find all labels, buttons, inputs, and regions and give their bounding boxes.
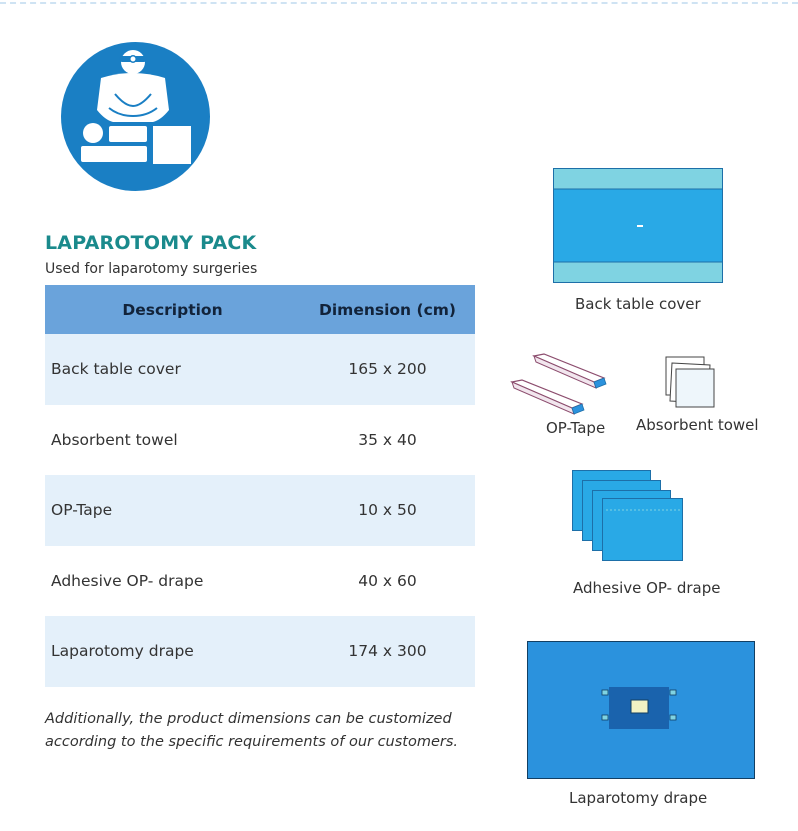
row-description: Absorbent towel	[45, 404, 300, 475]
table-row: Adhesive OP- drape 40 x 60	[45, 545, 475, 616]
caption-absorbent-towel: Absorbent towel	[636, 416, 759, 434]
dimensions-table: Description Dimension (cm) Back table co…	[45, 285, 475, 687]
page-title: LAPAROTOMY PACK	[45, 232, 257, 254]
row-description: OP-Tape	[45, 475, 300, 546]
row-description: Back table cover	[45, 334, 300, 405]
page-subtitle: Used for laparotomy surgeries	[45, 261, 258, 277]
back-table-cover-illustration	[553, 168, 723, 283]
laparotomy-drape-illustration	[527, 641, 755, 779]
caption-op-tape: OP-Tape	[546, 419, 606, 437]
table-row: OP-Tape 10 x 50	[45, 475, 475, 546]
caption-laparotomy-drape: Laparotomy drape	[569, 789, 708, 807]
row-dimension: 165 x 200	[300, 334, 475, 405]
column-header-description: Description	[45, 285, 300, 334]
adhesive-drape-illustration	[572, 470, 683, 561]
table-header-row: Description Dimension (cm)	[45, 285, 475, 334]
op-tape-illustration	[510, 353, 607, 415]
row-description: Laparotomy drape	[45, 616, 300, 687]
column-header-dimension: Dimension (cm)	[300, 285, 475, 334]
row-dimension: 10 x 50	[300, 475, 475, 546]
absorbent-towel-illustration	[665, 356, 715, 408]
row-dimension: 40 x 60	[300, 545, 475, 616]
row-description: Adhesive OP- drape	[45, 545, 300, 616]
row-dimension: 174 x 300	[300, 616, 475, 687]
caption-adhesive-drape: Adhesive OP- drape	[573, 579, 721, 597]
surgeon-patient-icon	[61, 42, 210, 191]
table-row: Absorbent towel 35 x 40	[45, 404, 475, 475]
customization-note: Additionally, the product dimensions can…	[45, 711, 459, 750]
caption-back-table-cover: Back table cover	[575, 295, 701, 313]
table-row: Laparotomy drape 174 x 300	[45, 616, 475, 687]
row-dimension: 35 x 40	[300, 404, 475, 475]
top-divider	[0, 2, 798, 4]
table-row: Back table cover 165 x 200	[45, 334, 475, 405]
